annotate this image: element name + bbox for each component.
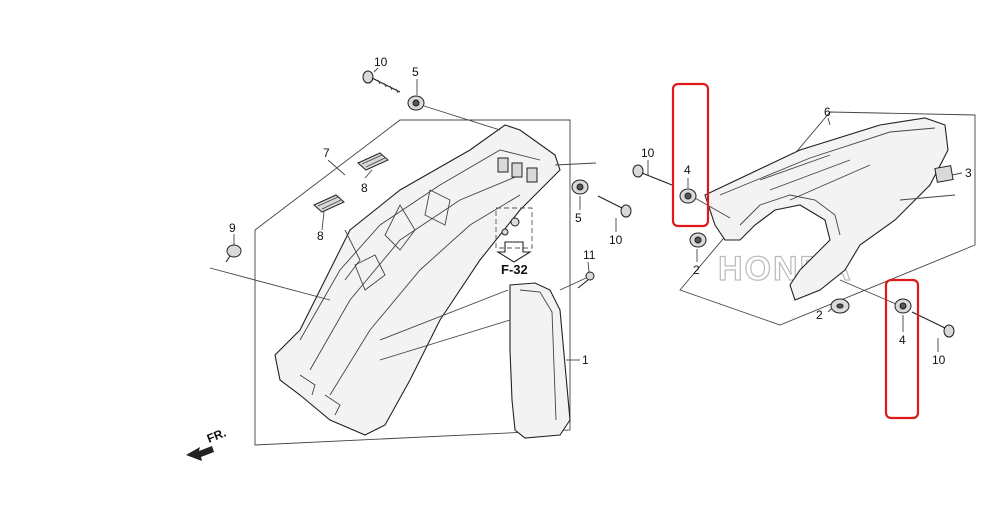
callout-9: 9 (229, 221, 236, 235)
bolt-10-left (632, 164, 673, 186)
callout-labels: 10 5 7 8 8 9 5 10 11 1 10 4 6 3 2 2 4 10 (229, 55, 972, 367)
rear-fender-body (274, 124, 561, 436)
callout-4: 4 (684, 163, 691, 177)
highlight-box-lower (884, 278, 920, 420)
callout-10: 10 (932, 353, 946, 367)
front-label: FR. (205, 426, 228, 446)
callout-10: 10 (641, 146, 655, 160)
callout-3: 3 (965, 166, 972, 180)
leader-lines (233, 67, 963, 361)
highlight-box-upper (671, 82, 710, 228)
callout-5: 5 (575, 211, 582, 225)
callout-11: 11 (583, 248, 596, 262)
callout-6: 6 (824, 105, 831, 119)
rear-fender-assembly-left: F-32 FR. (186, 70, 632, 461)
assembly-boundary-right (679, 111, 976, 326)
rubber-2-right (830, 298, 850, 314)
callout-2: 2 (816, 308, 823, 322)
reference-f32: F-32 (495, 207, 533, 277)
callout-10: 10 (374, 55, 388, 69)
pad-8-lower (313, 194, 345, 213)
bolt-9 (225, 244, 242, 263)
callout-8: 8 (361, 181, 368, 195)
callout-10: 10 (609, 233, 623, 247)
callout-4: 4 (899, 333, 906, 347)
collar-5-top (407, 95, 425, 111)
assembly-boundary-left (254, 119, 571, 446)
collar-4-lower (894, 298, 912, 314)
rear-fender-assembly-right: HONDA (632, 111, 976, 338)
mud-flap (509, 282, 571, 439)
bolt-10-mid (597, 195, 632, 218)
callout-7: 7 (323, 146, 330, 160)
pad-8-upper (357, 152, 389, 171)
callout-1: 1 (582, 353, 589, 367)
rubber-2-left (689, 232, 707, 248)
callout-2: 2 (693, 263, 700, 277)
collar-4-upper (679, 188, 697, 204)
callout-8: 8 (317, 229, 324, 243)
front-direction-marker: FR. (186, 426, 228, 461)
bolt-10-top (362, 70, 401, 94)
callout-5: 5 (412, 65, 419, 79)
collar-5-mid (571, 179, 589, 195)
reference-label: F-32 (501, 262, 528, 277)
screw-11 (577, 271, 595, 289)
